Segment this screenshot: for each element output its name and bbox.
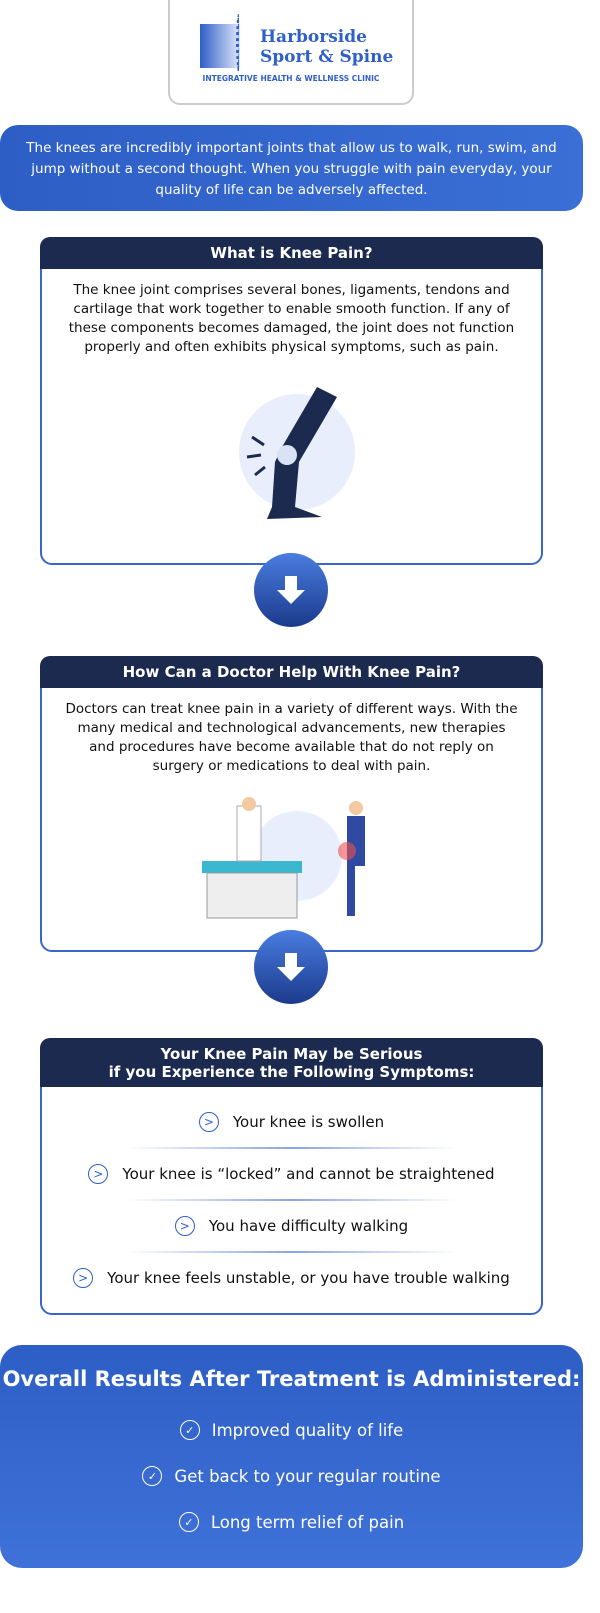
what-is-knee-pain-card: What is Knee Pain? The knee joint compri… — [40, 237, 543, 565]
symptom-text: You have difficulty walking — [208, 1217, 409, 1235]
result-text: Get back to your regular routine — [174, 1466, 441, 1486]
list-item: ✓ Get back to your regular routine — [0, 1453, 583, 1499]
section-title-line1: Your Knee Pain May be Serious — [160, 1045, 423, 1063]
check-circle-icon: ✓ — [142, 1466, 163, 1486]
down-arrow-icon — [254, 553, 328, 627]
divider — [126, 1199, 457, 1201]
result-text: Improved quality of life — [211, 1420, 404, 1440]
symptoms-card: Your Knee Pain May be Serious if you Exp… — [40, 1038, 543, 1315]
down-arrow-icon — [254, 930, 328, 1004]
spine-icon — [236, 12, 242, 74]
logo-name-line2: Sport & Spine — [260, 47, 394, 67]
clinic-logo: Harborside Sport & Spine INTEGRATIVE HEA… — [168, 0, 414, 105]
result-text: Long term relief of pain — [210, 1512, 405, 1532]
check-circle-icon: ✓ — [179, 1420, 200, 1440]
check-circle-icon: ✓ — [178, 1512, 199, 1532]
doctor-help-card: How Can a Doctor Help With Knee Pain? Do… — [40, 656, 543, 952]
knee-leg-illustration — [238, 387, 355, 519]
symptom-text: Your knee feels unstable, or you have tr… — [107, 1269, 510, 1287]
list-item: > Your knee feels unstable, or you have t… — [46, 1263, 537, 1293]
results-title: Overall Results After Treatment is Admin… — [2, 1367, 581, 1391]
symptom-text: Your knee is swollen — [232, 1113, 385, 1131]
section-title: What is Knee Pain? — [40, 237, 543, 269]
divider — [126, 1251, 457, 1253]
section-body: The knee joint comprises several bones, … — [68, 282, 515, 355]
list-item: > You have difficulty walking — [46, 1211, 537, 1241]
section-title: How Can a Doctor Help With Knee Pain? — [40, 656, 543, 688]
chevron-right-circle-icon: > — [174, 1216, 195, 1236]
logo-h-mark — [200, 24, 240, 68]
symptom-text: Your knee is “locked” and cannot be stra… — [122, 1165, 495, 1183]
section-title: Your Knee Pain May be Serious if you Exp… — [40, 1038, 543, 1087]
divider — [126, 1147, 457, 1149]
list-item: ✓ Long term relief of pain — [0, 1499, 583, 1545]
list-item: > Your knee is swollen — [46, 1107, 537, 1137]
logo-name-line1: Harborside — [260, 27, 367, 47]
list-item: > Your knee is “locked” and cannot be str… — [46, 1159, 537, 1189]
symptom-list: > Your knee is swollen > Your knee is “loc… — [42, 1087, 541, 1293]
chevron-right-circle-icon: > — [88, 1164, 109, 1184]
list-item: ✓ Improved quality of life — [0, 1407, 583, 1453]
doctor-patient-illustration — [201, 797, 365, 919]
results-panel: Overall Results After Treatment is Admin… — [0, 1345, 583, 1568]
section-body: Doctors can treat knee pain in a variety… — [65, 701, 518, 774]
chevron-right-circle-icon: > — [73, 1268, 94, 1288]
intro-banner: The knees are incredibly important joint… — [0, 125, 583, 211]
chevron-right-circle-icon: > — [198, 1112, 219, 1132]
section-title-line2: if you Experience the Following Symptoms… — [108, 1063, 475, 1081]
logo-tagline: INTEGRATIVE HEALTH & WELLNESS CLINIC — [202, 74, 380, 83]
